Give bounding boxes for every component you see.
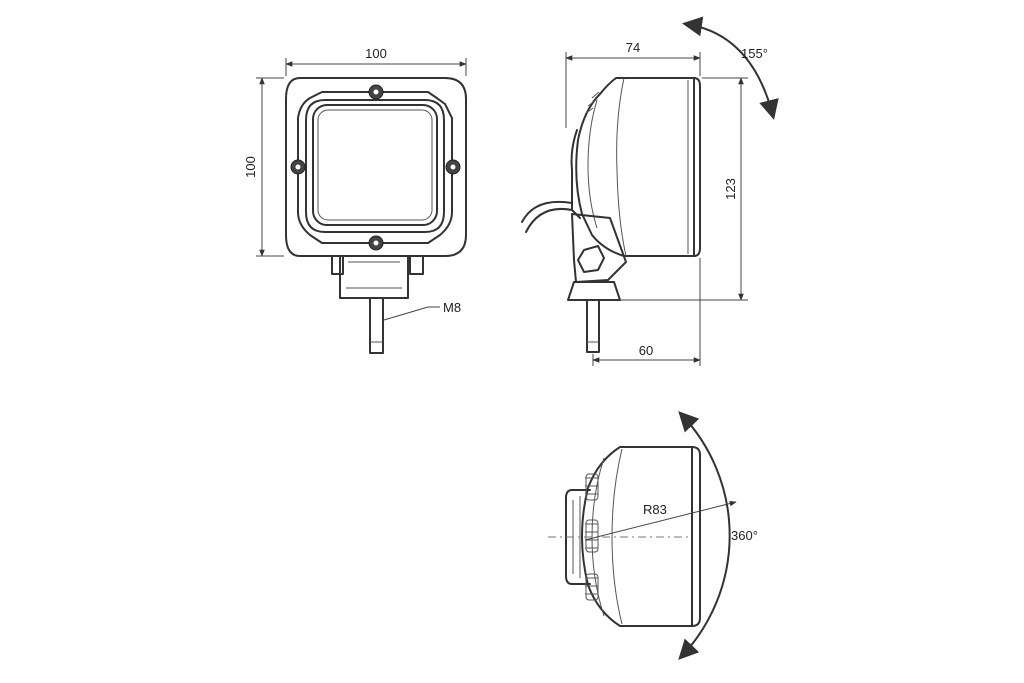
front-screw-top <box>368 84 384 100</box>
radius-label: R83 <box>643 502 667 517</box>
side-depth-label: 74 <box>626 40 640 55</box>
front-width-label: 100 <box>365 46 387 61</box>
side-m8-bolt <box>586 299 600 353</box>
side-cable <box>525 208 573 233</box>
side-housing <box>575 77 701 257</box>
front-m8-bolt <box>369 297 384 354</box>
tilt-arc: 155° <box>682 16 779 120</box>
tilt-angle-label: 155° <box>741 46 768 61</box>
front-mount-bracket <box>331 255 424 299</box>
side-height-label: 123 <box>723 178 738 200</box>
front-housing-outer <box>285 77 467 257</box>
radius-dimension: R83 <box>584 500 737 541</box>
side-hex-nut <box>577 245 605 273</box>
rotation-label: 360° <box>731 528 758 543</box>
front-bezel-inner <box>305 99 445 233</box>
front-lens <box>312 104 438 226</box>
side-view: 74 123 60 155° <box>521 16 779 366</box>
top-view: R83 360° <box>548 411 758 660</box>
top-housing <box>581 446 701 627</box>
side-base-dimension: 60 <box>592 258 701 366</box>
thread-label: M8 <box>443 300 461 315</box>
side-height-dimension: 123 <box>620 77 748 301</box>
front-bezel <box>297 91 453 244</box>
rotation-arc: 360° <box>678 411 758 660</box>
front-screw-bottom <box>368 235 384 251</box>
front-lens-inner <box>317 109 433 221</box>
front-screw-left <box>290 159 306 175</box>
thread-leader: M8 <box>383 300 461 321</box>
front-view: 100 100 M8 <box>243 46 467 354</box>
front-screw-right <box>445 159 461 175</box>
side-base-label: 60 <box>639 343 653 358</box>
side-swivel-bracket <box>567 129 627 301</box>
front-width-dimension: 100 <box>285 46 467 76</box>
front-height-dimension: 100 <box>243 77 284 257</box>
front-height-label: 100 <box>243 156 258 178</box>
